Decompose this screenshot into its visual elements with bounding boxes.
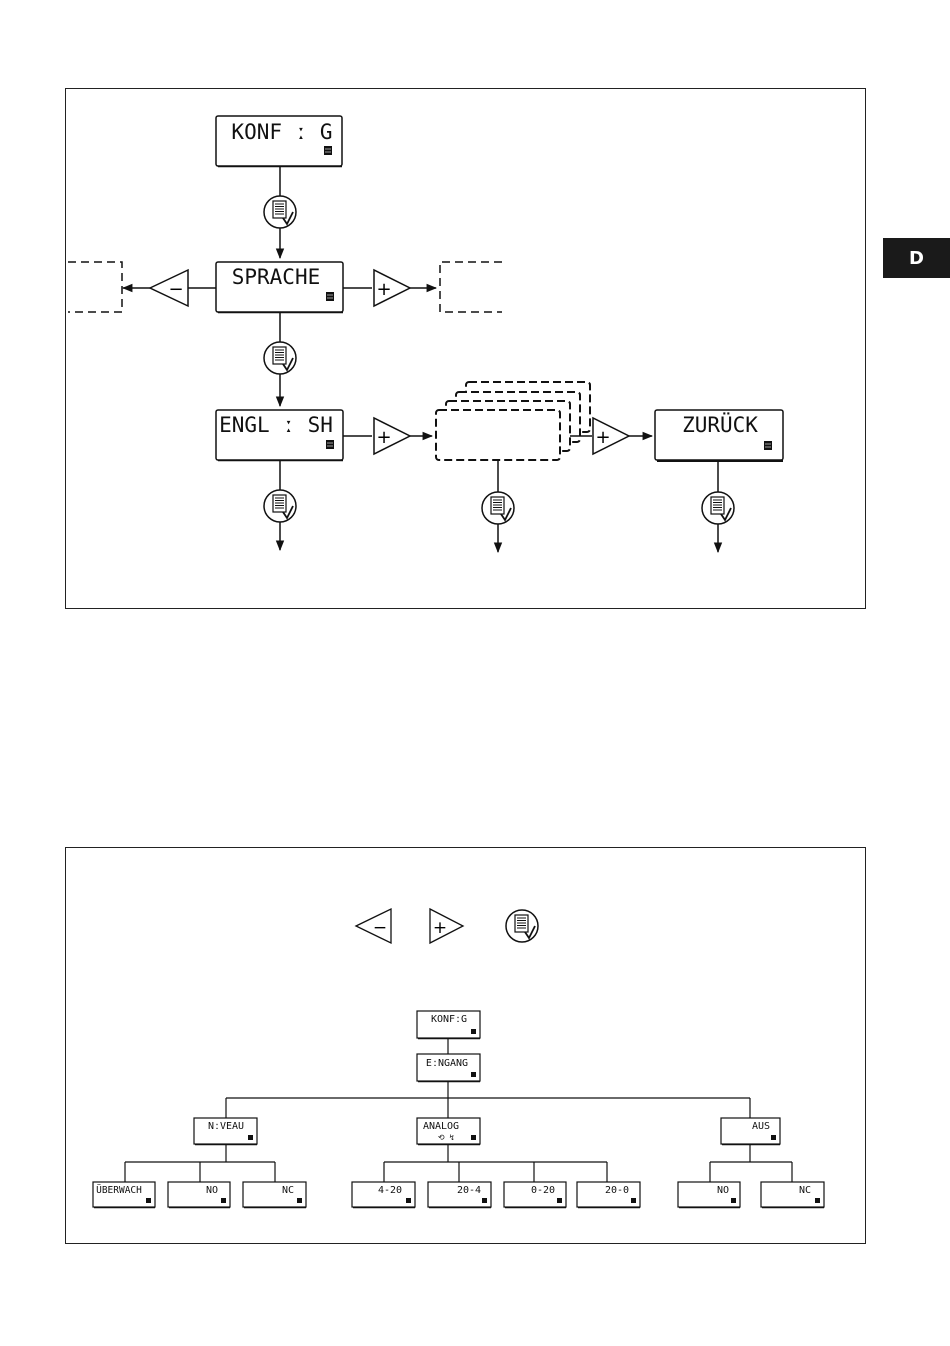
plus-symbol: + [595,427,610,448]
next-item-placeholder [440,262,502,312]
tree-niveau-no-text: NO [206,1185,218,1196]
lcd-indicator-icon [764,441,772,450]
plus-symbol: + [376,279,391,300]
lcd-sprache: SPRACHE [216,262,343,313]
lcd-indicator-icon [248,1135,253,1140]
legend-minus-triangle-icon: − [356,909,391,943]
plus-triangle-icon[interactable]: + [593,418,629,454]
tree-aus-no: NO [678,1182,740,1208]
tree-konfig-text: KONFːG [431,1014,467,1025]
menu-confirm-icon[interactable] [264,490,296,522]
tree-eingang: EːNGANG [417,1054,480,1082]
tree-eingang-text: EːNGANG [426,1058,468,1069]
lcd-indicator-icon [815,1198,820,1203]
tree-analog-4-20: 4-20 [352,1182,415,1208]
lcd-konfig: KONF ː G [216,116,342,167]
tree-analog-0-20-text: 0-20 [531,1185,555,1196]
lcd-indicator-icon [324,146,332,155]
tree-niveau-text: NːVEAU [208,1121,244,1132]
lcd-indicator-icon [771,1135,776,1140]
tree-niveau: NːVEAU [194,1118,257,1145]
tree-uberwach: ÜBERWACH [93,1182,155,1208]
lcd-konfig-text: KONF ː G [231,120,332,144]
tree-analog: ANALOG ⟲ ↯ [417,1118,480,1145]
lcd-indicator-icon [557,1198,562,1203]
tree-aus-text: AUS [752,1121,770,1132]
menu-confirm-icon[interactable] [264,342,296,374]
lcd-indicator-icon [482,1198,487,1203]
lcd-indicator-icon [471,1135,476,1140]
legend-minus-symbol: − [373,918,387,938]
tree-niveau-no: NO [168,1182,230,1208]
tree-niveau-nc: NC [243,1182,306,1208]
lcd-indicator-icon [326,440,334,449]
tree-analog-20-4-text: 20-4 [457,1185,481,1196]
plus-symbol: + [376,427,391,448]
lcd-indicator-icon [221,1198,226,1203]
lcd-indicator-icon [731,1198,736,1203]
tree-analog-20-0-text: 20-0 [605,1185,629,1196]
tree-analog-4-20-text: 4-20 [378,1185,402,1196]
lcd-indicator-icon [631,1198,636,1203]
tree-analog-20-4: 20-4 [428,1182,491,1208]
tree-analog-text: ANALOG [423,1121,459,1132]
tree-aus-nc: NC [761,1182,824,1208]
lcd-indicator-icon [146,1198,151,1203]
lcd-zurueck: ZURÜCK [655,410,783,461]
lcd-english-text: ENGL ː SH [219,413,333,437]
lcd-indicator-icon [471,1029,476,1034]
menu-confirm-icon[interactable] [482,492,514,524]
tree-aus: AUS [721,1118,780,1145]
tree-uberwach-text: ÜBERWACH [96,1185,142,1196]
lcd-indicator-icon [406,1198,411,1203]
tree-aus-nc-text: NC [799,1185,811,1196]
previous-item-placeholder [68,262,122,312]
minus-triangle-icon[interactable]: − [150,270,188,306]
lcd-indicator-icon [326,292,334,301]
plus-triangle-icon[interactable]: + [374,418,410,454]
legend-plus-symbol: + [433,918,447,938]
tree-analog-sub-icons: ⟲ ↯ [438,1133,455,1142]
minus-symbol: − [168,279,183,300]
lcd-zurueck-text: ZURÜCK [682,412,758,437]
lcd-indicator-icon [471,1072,476,1077]
tree-analog-0-20: 0-20 [504,1182,566,1208]
lcd-indicator-icon [297,1198,302,1203]
legend-menu-confirm-icon [506,910,538,942]
tree-konfig: KONFːG [417,1011,480,1039]
tree-analog-20-0: 20-0 [577,1182,640,1208]
plus-triangle-icon[interactable]: + [374,270,410,306]
lcd-english: ENGL ː SH [216,410,343,461]
legend-plus-triangle-icon: + [430,909,463,943]
other-languages-stack [436,382,590,460]
tree-aus-no-text: NO [717,1185,729,1196]
tree-niveau-nc-text: NC [282,1185,294,1196]
lcd-sprache-text: SPRACHE [232,265,321,289]
menu-confirm-icon[interactable] [702,492,734,524]
menu-confirm-icon[interactable] [264,196,296,228]
